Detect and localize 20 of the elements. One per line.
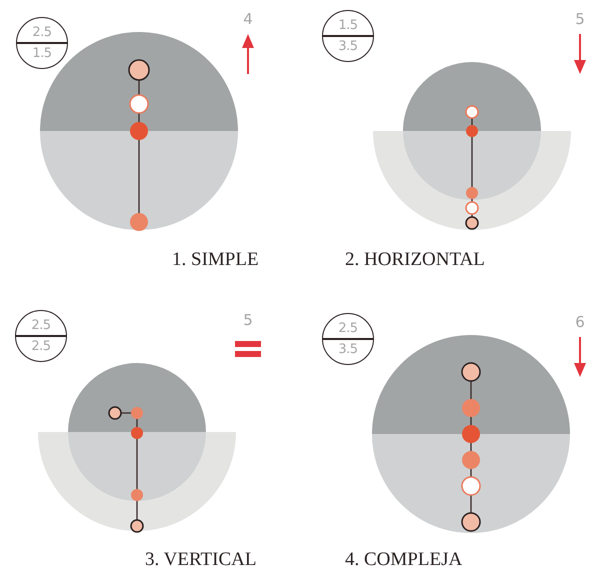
count-number: 5 xyxy=(575,12,585,27)
ratio-value: 2.5 xyxy=(32,24,52,42)
ratio-circle xyxy=(322,10,374,62)
panel-title: 1. SIMPLE xyxy=(172,250,259,269)
ratio-circle xyxy=(322,313,374,365)
ratio-circle xyxy=(15,310,67,362)
ratio-value: 3.5 xyxy=(338,340,358,359)
panel-title: 3. VERTICAL xyxy=(145,550,256,569)
count-number: 5 xyxy=(243,313,253,328)
ratio-value: 2.5 xyxy=(338,320,358,338)
ratio-value: 2.5 xyxy=(31,338,51,356)
ratio-value: 2.5 xyxy=(31,317,51,336)
ratio-value: 1.5 xyxy=(338,17,358,36)
count-number: 6 xyxy=(575,315,585,330)
ratio-circle xyxy=(16,17,68,69)
panel-title: 4. COMPLEJA xyxy=(345,550,462,569)
panel-title: 2. HORIZONTAL xyxy=(345,250,485,269)
ratio-value: 3.5 xyxy=(338,38,358,56)
ratio-value: 1.5 xyxy=(32,44,52,63)
count-number: 4 xyxy=(243,12,253,27)
